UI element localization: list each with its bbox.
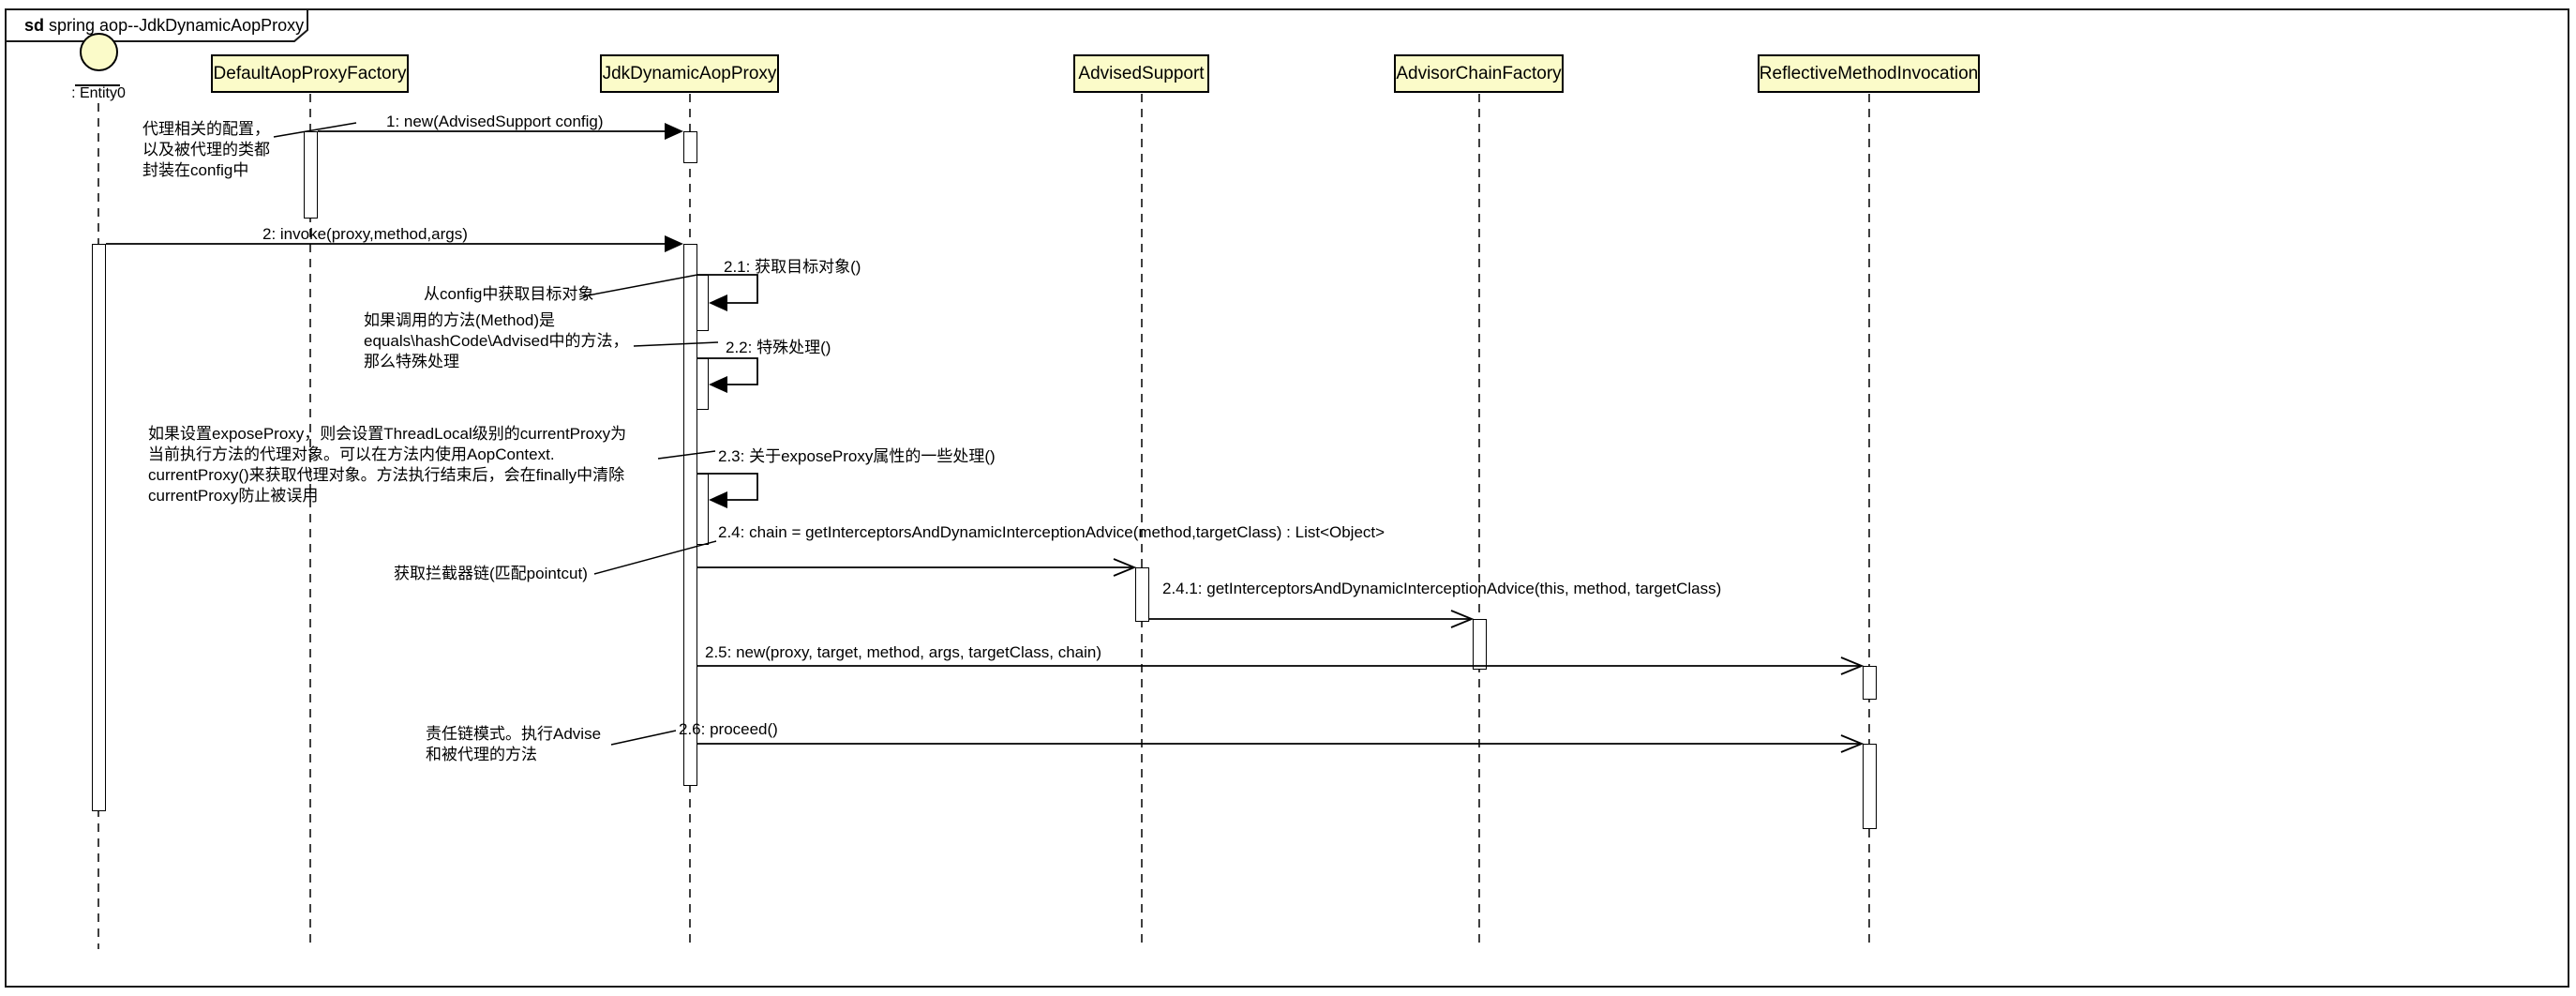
note-line: currentProxy防止被误用 (148, 487, 319, 505)
activation-advisor-chain-factory[interactable] (1473, 619, 1487, 670)
message-label-2-4[interactable]: 2.4: chain = getInterceptorsAndDynamicIn… (718, 523, 1385, 541)
lifeline-head-advisor-chain-factory[interactable]: AdvisorChainFactory (1394, 54, 1564, 93)
message-label-2-2[interactable]: 2.2: 特殊处理() (726, 339, 831, 356)
lifeline-head-label: JdkDynamicAopProxy (602, 63, 777, 83)
note-line: 如果调用的方法(Method)是 (364, 311, 556, 329)
note-get-target-from-config[interactable]: 从config中获取目标对象 (424, 284, 593, 305)
activation-reflective-method-invocation-new[interactable] (1863, 666, 1877, 700)
frame-title-tab-shape (5, 8, 308, 42)
message-label-2-6[interactable]: 2.6: proceed() (679, 720, 778, 738)
message-label-2-5[interactable]: 2.5: new(proxy, target, method, args, ta… (705, 643, 1101, 661)
activation-jdk-dynamic-aop-proxy-ctor[interactable] (683, 131, 697, 163)
lifeline-head-label: AdvisorChainFactory (1396, 63, 1562, 83)
lifeline-head-label: ReflectiveMethodInvocation (1759, 63, 1979, 83)
message-label-2-3[interactable]: 2.3: 关于exposeProxy属性的一些处理() (718, 447, 996, 465)
frame-title: sd spring aop--JdkDynamicAopProxy (24, 16, 304, 36)
note-line: 那么特殊处理 (364, 353, 459, 370)
note-special-methods[interactable]: 如果调用的方法(Method)是 equals\hashCode\Advised… (364, 310, 629, 372)
message-label-2[interactable]: 2: invoke(proxy,method,args) (262, 225, 468, 243)
note-line: 当前执行方法的代理对象。可以在方法内使用AopContext. (148, 445, 555, 463)
note-expose-proxy[interactable]: 如果设置exposeProxy，则会设置ThreadLocal级别的curren… (148, 424, 626, 506)
note-line: 封装在config中 (142, 161, 249, 179)
activation-advised-support[interactable] (1135, 567, 1149, 622)
message-label-2-1[interactable]: 2.1: 获取目标对象() (724, 258, 861, 276)
note-chain-of-responsibility[interactable]: 责任链模式。执行Advise 和被代理的方法 (426, 724, 601, 765)
lifeline-head-entity0-label: : Entity0 (71, 85, 126, 101)
note-line: 获取拦截器链(匹配pointcut) (394, 565, 588, 582)
lifeline-head-reflective-method-invocation[interactable]: ReflectiveMethodInvocation (1758, 54, 1980, 93)
lifeline-head-advised-support[interactable]: AdvisedSupport (1073, 54, 1209, 93)
note-line: 代理相关的配置， (142, 120, 270, 138)
note-line: 从config中获取目标对象 (424, 285, 594, 303)
diagram-frame-border (5, 8, 2569, 988)
message-label-2-4-1[interactable]: 2.4.1: getInterceptorsAndDynamicIntercep… (1162, 580, 1722, 597)
activation-reflective-method-invocation-proceed[interactable] (1863, 744, 1877, 829)
lifeline-head-default-aop-proxy-factory[interactable]: DefaultAopProxyFactory (211, 54, 409, 93)
note-interceptor-chain[interactable]: 获取拦截器链(匹配pointcut) (394, 564, 588, 584)
activation-entity0[interactable] (92, 244, 106, 811)
frame-keyword: sd (24, 16, 45, 35)
note-line: currentProxy()来获取代理对象。方法执行结束后，会在finally中… (148, 466, 625, 484)
note-line: 以及被代理的类都 (142, 141, 270, 158)
frame-title-text: spring aop--JdkDynamicAopProxy (44, 16, 305, 35)
lifeline-head-label: DefaultAopProxyFactory (213, 63, 407, 83)
lifeline-head-label: AdvisedSupport (1078, 63, 1205, 83)
note-line: 责任链模式。执行Advise (426, 725, 602, 743)
activation-nested-get-target[interactable] (696, 275, 709, 331)
lifeline-head-jdk-dynamic-aop-proxy[interactable]: JdkDynamicAopProxy (600, 54, 779, 93)
activation-jdk-dynamic-aop-proxy-invoke[interactable] (683, 244, 697, 786)
note-line: 如果设置exposeProxy，则会设置ThreadLocal级别的curren… (148, 425, 627, 443)
activation-default-aop-proxy-factory[interactable] (304, 131, 318, 219)
activation-nested-expose-proxy[interactable] (696, 474, 709, 545)
lifeline-head-entity0-circle[interactable] (80, 33, 118, 71)
note-config-wrapped[interactable]: 代理相关的配置， 以及被代理的类都 封装在config中 (142, 119, 270, 181)
note-line: equals\hashCode\Advised中的方法， (364, 332, 629, 350)
note-line: 和被代理的方法 (426, 746, 537, 763)
message-label-1[interactable]: 1: new(AdvisedSupport config) (386, 113, 604, 130)
activation-nested-special-handling[interactable] (696, 358, 709, 410)
